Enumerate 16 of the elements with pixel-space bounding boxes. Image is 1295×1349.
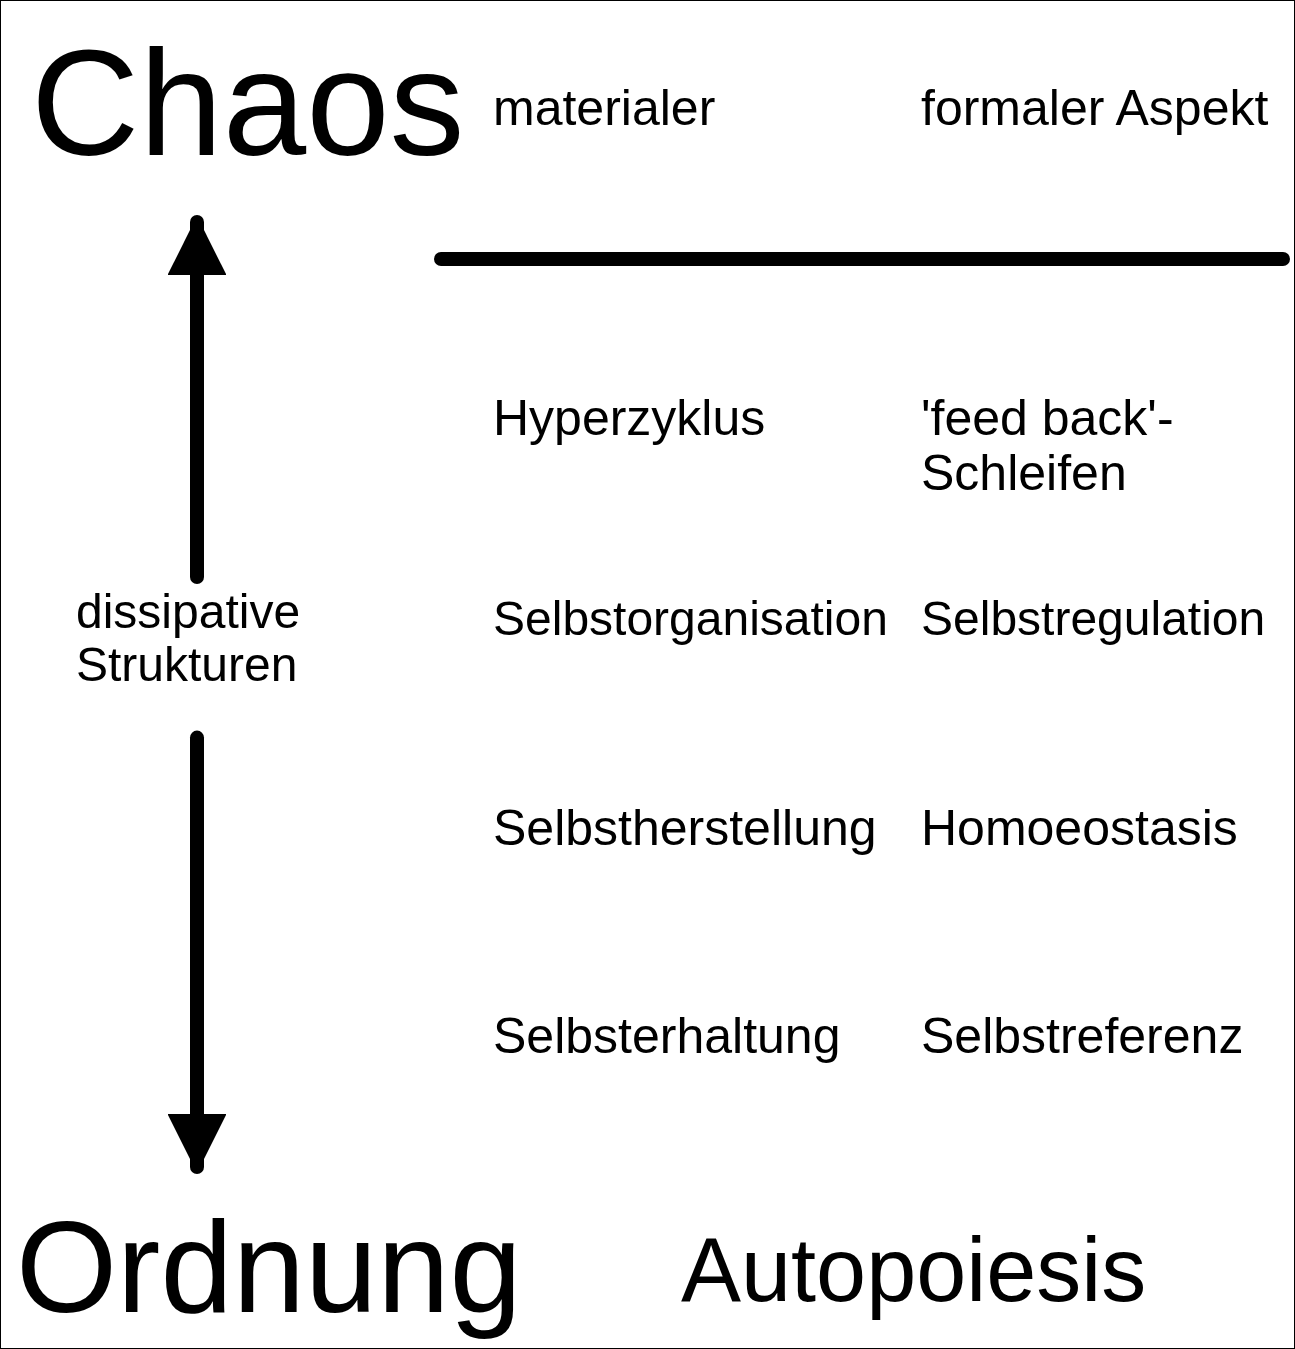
arrow: [167, 215, 227, 584]
arrow: [167, 730, 227, 1174]
column-heading: formaler Aspekt: [921, 81, 1269, 136]
term-label: Homoeostasis: [921, 801, 1238, 856]
term-label: Selbstherstellung: [493, 801, 877, 856]
term-label: Selbstreferenz: [921, 1009, 1244, 1064]
term-label: Hyperzyklus: [493, 391, 766, 446]
heading-text: Ordnung: [16, 1196, 522, 1339]
term-label: 'feed back'-Schleifen: [921, 391, 1175, 501]
term-label: Selbstregulation: [921, 593, 1266, 646]
term-label: Selbstorganisation: [493, 593, 888, 646]
node-label: dissipative Strukturen: [76, 586, 316, 692]
heading-text: Chaos: [31, 21, 465, 186]
term-label: Selbsterhaltung: [493, 1009, 841, 1064]
bottom-label: Autopoiesis: [681, 1221, 1147, 1320]
column-heading: materialer: [493, 81, 716, 136]
